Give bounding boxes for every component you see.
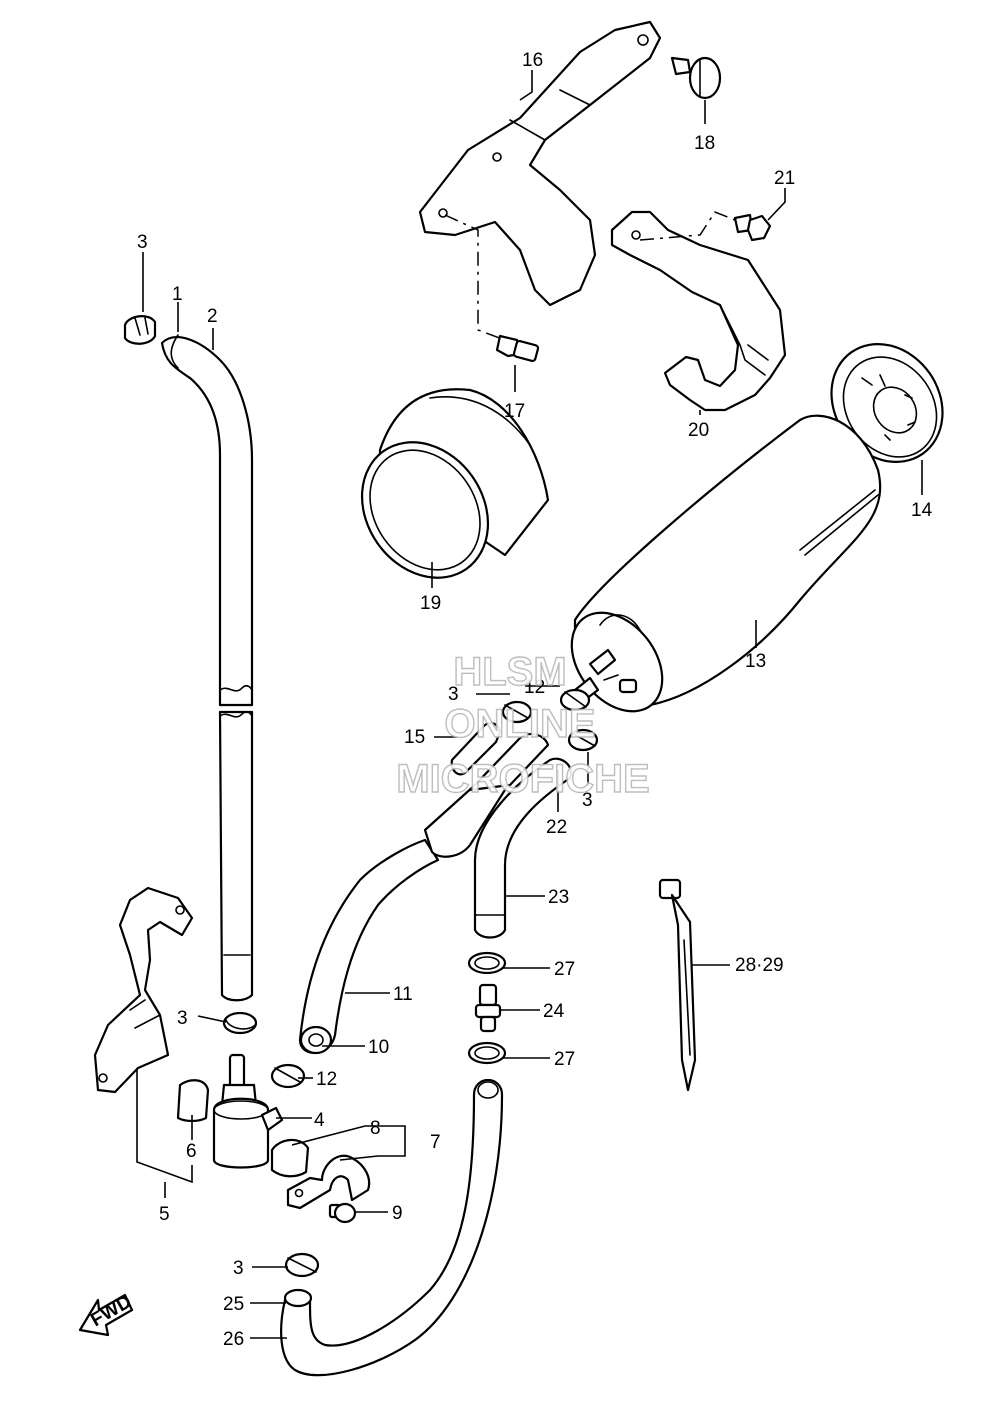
bolt-17 xyxy=(495,334,540,363)
watermark-line-1: HLSM xyxy=(453,650,566,694)
label-20: 20 xyxy=(688,420,709,441)
label-3-mid: 3 xyxy=(177,1008,188,1029)
label-16: 16 xyxy=(522,50,543,71)
label-12-lower: 12 xyxy=(316,1069,337,1090)
label-22: 22 xyxy=(546,817,567,838)
label-23: 23 xyxy=(548,887,569,908)
label-15: 15 xyxy=(404,727,425,748)
clamp-3-bottom xyxy=(284,1252,320,1278)
clamp-27-upper xyxy=(467,951,507,975)
label-17: 17 xyxy=(504,401,525,422)
clamp-12-lower xyxy=(270,1063,306,1089)
label-24: 24 xyxy=(543,1001,565,1022)
fwd-arrow: FWD xyxy=(78,1291,135,1337)
watermark: HLSM ONLINE MICROFICHE xyxy=(396,649,651,801)
hose-11 xyxy=(298,732,550,1055)
label-5: 5 xyxy=(159,1204,170,1225)
clamp-3-canister-right xyxy=(567,728,599,752)
canister-13 xyxy=(570,414,882,713)
label-26: 26 xyxy=(223,1329,244,1350)
label-8: 8 xyxy=(370,1118,381,1139)
clamp-3-mid xyxy=(222,1011,258,1035)
label-27-upper: 27 xyxy=(554,959,575,980)
cap-14 xyxy=(830,343,944,463)
label-3-top: 3 xyxy=(137,232,148,253)
watermark-line-2: ONLINE xyxy=(444,702,595,746)
label-2: 2 xyxy=(207,306,218,327)
label-12-canister: 12 xyxy=(524,677,545,698)
bolt-18 xyxy=(670,56,722,100)
label-19: 19 xyxy=(420,593,441,614)
clamp-3-top xyxy=(123,315,157,345)
hose-2 xyxy=(160,334,254,1002)
hose-26 xyxy=(280,1079,504,1377)
fwd-label: FWD xyxy=(87,1291,135,1331)
bracket-16 xyxy=(418,20,662,341)
screw-9 xyxy=(328,1202,357,1224)
label-4: 4 xyxy=(314,1110,325,1131)
watermark-line-3: MICROFICHE xyxy=(396,757,649,801)
leader-lines xyxy=(136,70,923,1339)
clip-6 xyxy=(176,1079,210,1123)
label-7: 7 xyxy=(430,1132,441,1153)
label-3-bottom: 3 xyxy=(233,1258,244,1279)
pipe-15 xyxy=(450,722,502,776)
clamp-3-canister xyxy=(501,700,533,724)
clamp-27-lower xyxy=(467,1041,507,1065)
valve-4 xyxy=(212,1053,284,1169)
bolt-21 xyxy=(733,213,772,242)
clamp-bracket-7 xyxy=(286,1154,371,1210)
label-21: 21 xyxy=(774,168,795,189)
label-13: 13 xyxy=(745,651,766,672)
part-labels: 16 18 21 3 1 2 17 20 19 14 13 3 12 15 3 … xyxy=(137,50,933,1350)
label-18: 18 xyxy=(694,133,715,154)
label-10: 10 xyxy=(368,1037,389,1058)
fitting-24 xyxy=(474,983,502,1033)
bracket-5 xyxy=(93,886,194,1094)
label-14: 14 xyxy=(911,500,933,521)
bracket-20 xyxy=(610,210,787,412)
hose-23 xyxy=(473,757,573,939)
label-1: 1 xyxy=(172,284,183,305)
cable-tie-28-29 xyxy=(658,878,697,1092)
label-9: 9 xyxy=(392,1203,403,1224)
clamp-12-canister xyxy=(559,688,591,712)
label-3-canister: 3 xyxy=(448,684,459,705)
label-6: 6 xyxy=(186,1141,197,1162)
cap-19 xyxy=(360,388,550,579)
label-27-lower: 27 xyxy=(554,1049,575,1070)
label-25: 25 xyxy=(223,1294,244,1315)
sleeve-8 xyxy=(270,1138,310,1178)
label-3-right: 3 xyxy=(582,790,593,811)
label-28-29: 28·29 xyxy=(735,955,784,976)
label-11: 11 xyxy=(393,984,413,1005)
